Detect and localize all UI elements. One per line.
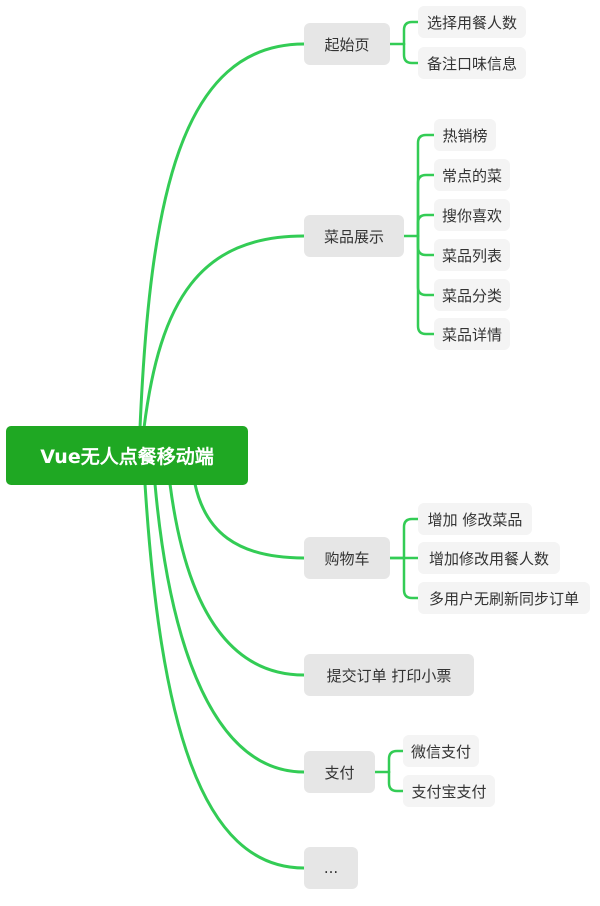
connector-b2-c0: [402, 517, 420, 560]
branch-submit-order[interactable]: 提交订单 打印小票: [304, 654, 474, 696]
connector-b0-c1: [402, 42, 420, 65]
leaf-cart-add-edit-dishes[interactable]: 增加 修改菜品: [418, 503, 532, 535]
connector-b1-c1: [416, 173, 436, 238]
branch-dish-display[interactable]: 菜品展示: [304, 215, 404, 257]
leaf-dish-display-bestsellers[interactable]: 热销榜: [434, 119, 496, 151]
leaf-dish-display-recommended[interactable]: 搜你喜欢: [434, 199, 510, 231]
leaf-cart-edit-diners[interactable]: 增加修改用餐人数: [418, 542, 560, 574]
leaf-cart-multiuser-sync[interactable]: 多用户无刷新同步订单: [418, 582, 590, 614]
root-node[interactable]: Vue无人点餐移动端: [6, 426, 248, 485]
branch-start-page[interactable]: 起始页: [304, 23, 390, 65]
branch-more[interactable]: ...: [304, 847, 358, 889]
leaf-start-page-taste-notes[interactable]: 备注口味信息: [418, 47, 526, 79]
connector-b2-c2: [402, 556, 420, 600]
leaf-dish-display-categories[interactable]: 菜品分类: [434, 279, 510, 311]
connector-b1-c3: [416, 234, 436, 257]
leaf-dish-display-details[interactable]: 菜品详情: [434, 318, 510, 350]
connector-root-to-b3: [168, 482, 306, 677]
connector-root-to-b0: [138, 42, 306, 430]
leaf-start-page-select-diners[interactable]: 选择用餐人数: [418, 6, 526, 38]
connector-b1-c5: [416, 234, 436, 336]
connector-b4-c1: [387, 770, 405, 793]
leaf-payment-alipay[interactable]: 支付宝支付: [403, 775, 495, 807]
connector-b1-c2: [416, 213, 436, 238]
branch-payment[interactable]: 支付: [304, 751, 375, 793]
connector-root-to-b5: [143, 482, 306, 870]
connector-root-to-b1: [142, 234, 306, 430]
connector-b1-c0: [416, 133, 436, 238]
connector-b4-c0: [387, 749, 405, 774]
connector-root-to-b4: [153, 482, 306, 774]
branch-cart[interactable]: 购物车: [304, 537, 390, 579]
connector-b0-c0: [402, 20, 420, 46]
leaf-payment-wechat[interactable]: 微信支付: [403, 735, 479, 767]
leaf-dish-display-frequent[interactable]: 常点的菜: [434, 159, 510, 191]
connector-b1-c4: [416, 234, 436, 297]
connector-root-to-b2: [193, 482, 306, 560]
leaf-dish-display-list[interactable]: 菜品列表: [434, 239, 510, 271]
